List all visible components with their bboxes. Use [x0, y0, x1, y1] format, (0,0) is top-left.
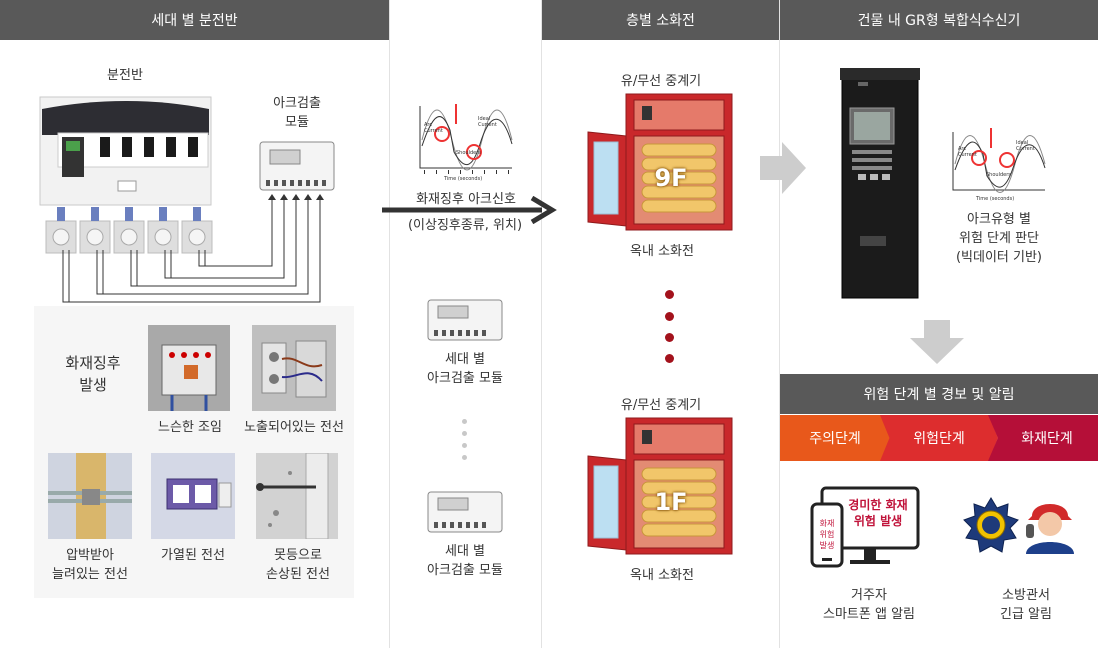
ellipsis-dot — [665, 354, 674, 363]
arc-module-label: 아크검출 모듈 — [273, 96, 321, 130]
exposed-wire-image — [252, 325, 336, 411]
graph-shoulders: Shoulders — [456, 150, 481, 156]
stage-caution: 주의단계 — [780, 415, 890, 461]
module-image-1 — [427, 299, 503, 341]
hydrant-bottom-label: 옥내 소화전 — [630, 568, 694, 583]
header-panel: 세대 별 분전반 — [0, 0, 389, 40]
ellipsis-dot — [665, 333, 674, 342]
fire-sign-3: 압박받아 늘려있는 전선 — [52, 548, 128, 582]
arc-type-graph — [952, 128, 1046, 193]
flow-arrow-right — [760, 142, 806, 194]
flow-arrow-down — [910, 320, 964, 364]
stage-fire-label: 화재단계 — [1021, 431, 1073, 447]
floor-label-1f: 1F — [654, 488, 688, 516]
phone-text: 화재 위험 발생 — [819, 519, 835, 550]
wiring-lines — [62, 194, 324, 303]
graph2-ideal-current: Ideal Current — [1016, 140, 1035, 152]
module-image-2 — [427, 491, 503, 533]
stage-danger: 위험단계 — [880, 415, 998, 461]
stage-danger-label: 위험단계 — [913, 431, 965, 447]
stage-caution-label: 주의단계 — [809, 431, 861, 447]
fire-sign-1: 느슨한 조임 — [158, 420, 222, 435]
panel-title: 분전반 — [107, 68, 143, 83]
ellipsis-dot — [665, 290, 674, 299]
breakers-image — [45, 207, 213, 254]
divider — [541, 0, 542, 648]
loose-terminal-image — [148, 325, 230, 411]
resident-alert-label: 거주자 스마트폰 앱 알림 — [823, 588, 915, 622]
judge-label: 아크유형 별 위험 단계 판단 (빅데이터 기반) — [955, 212, 1043, 265]
hydrant-top-label: 옥내 소화전 — [630, 244, 694, 259]
graph-time: Time (seconds) — [444, 176, 483, 182]
module-label-2: 세대 별 아크검출 모듈 — [427, 544, 503, 578]
fire-signs-title: 화재징후 발생 — [65, 354, 121, 394]
ellipsis-dot — [462, 419, 467, 424]
fire-sign-5: 못등으로 손상된 전선 — [266, 548, 330, 582]
header-hydrant: 층별 소화전 — [542, 0, 779, 40]
fire-emblem-icon — [963, 497, 1019, 553]
nail-damaged-wire-image — [256, 453, 338, 539]
signal-arrow — [382, 196, 557, 224]
monitor-text: 경미한 화재 위험 발생 — [848, 498, 908, 528]
divider — [779, 0, 780, 648]
graph-arc-current: Arc Current — [424, 122, 443, 134]
monitor-icon — [820, 486, 920, 564]
heated-wire-image — [151, 453, 235, 539]
graph-ideal-current: Ideal Current — [478, 116, 497, 128]
ellipsis-dot — [462, 443, 467, 448]
fire-station-alert-label: 소방관서 긴급 알림 — [1000, 588, 1052, 622]
receiver-cabinet-image — [840, 68, 920, 299]
hydrant-cabinet-1f — [587, 417, 733, 555]
hydrant-cabinet-9f — [587, 93, 733, 231]
floor-label-9f: 9F — [654, 164, 688, 192]
repeater-bottom-label: 유/무선 중계기 — [620, 398, 702, 413]
module-label-1: 세대 별 아크검출 모듈 — [427, 352, 503, 386]
repeater-top-label: 유/무선 중계기 — [620, 74, 702, 89]
fire-sign-4: 가열된 전선 — [161, 548, 225, 563]
header-receiver: 건물 내 GR형 복합식수신기 — [780, 0, 1098, 40]
graph2-shoulders: Shoulders — [986, 172, 1011, 178]
ellipsis-dot — [462, 431, 467, 436]
signal-sub: (이상징후종류, 위치) — [407, 218, 523, 233]
firefighter-icon — [1026, 504, 1074, 554]
fire-sign-2: 노출되어있는 전선 — [244, 420, 344, 435]
smartphone-icon — [810, 502, 844, 568]
arc-module-image — [259, 141, 335, 191]
alerts-title: 위험 단계 별 경보 및 알림 — [780, 374, 1098, 414]
graph2-arc-current: Arc Current — [958, 146, 977, 158]
signal-label: 화재징후 아크신호 — [416, 192, 516, 207]
distribution-board-image — [39, 96, 212, 206]
stage-fire: 화재단계 — [988, 415, 1098, 461]
graph2-time: Time (seconds) — [976, 196, 1015, 202]
arc-signal-graph — [419, 104, 513, 174]
ellipsis-dot — [462, 455, 467, 460]
pressed-wire-image — [48, 453, 132, 539]
ellipsis-dot — [665, 312, 674, 321]
divider — [389, 0, 390, 648]
